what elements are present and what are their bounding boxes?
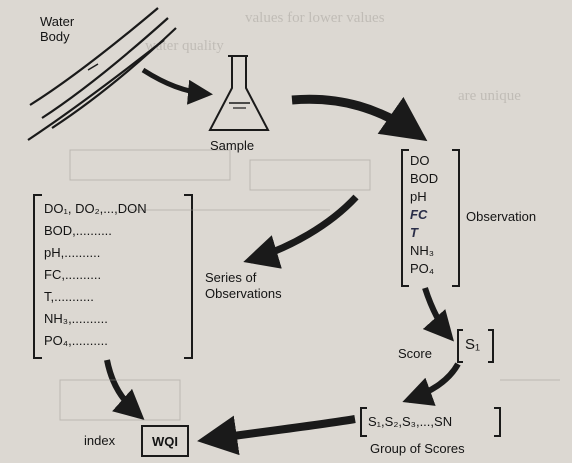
observation-bracket-right: [452, 149, 460, 287]
observation-param: NH₃: [410, 243, 435, 258]
arrow-water-to-sample: [141, 67, 213, 105]
series-parameter-list: DO₁, DO₂,...,DON BOD,.......... pH,.....…: [44, 198, 147, 352]
group-scores-value: S₁,S₂,S₃,...,SN: [368, 414, 453, 429]
arrow-series-to-wqi: [104, 359, 145, 420]
background-text: values for lower values: [245, 10, 385, 26]
observation-param: pH: [410, 189, 427, 204]
observation-bracket-left: [401, 149, 409, 287]
arrow-observation-to-score: [422, 287, 454, 342]
observation-param: T: [410, 225, 418, 240]
series-item: FC,..........: [44, 267, 102, 282]
observation-param: DO: [410, 153, 430, 168]
group-bracket: [360, 407, 501, 437]
score-bracket: [457, 329, 494, 363]
group-of-scores-label: Group of Scores: [370, 441, 465, 456]
observation-param: PO₄: [410, 261, 435, 276]
arrow-group-to-wqi: [197, 415, 356, 456]
series-item: pH,..........: [44, 245, 101, 260]
water-body-illustration: [27, 7, 177, 141]
sample-label: Sample: [210, 138, 255, 153]
series-bracket-left: [33, 194, 42, 359]
score-label: Score: [398, 346, 432, 361]
background-text: water quality: [145, 38, 224, 54]
wqi-box: WQI: [141, 425, 189, 457]
series-item: DO₁, DO₂,...,DON: [44, 201, 147, 216]
arrow-score-to-group: [402, 362, 461, 406]
series-item: BOD,..........: [44, 223, 112, 238]
series-item: T,...........: [44, 289, 94, 304]
observation-label: Observation: [466, 209, 537, 224]
score-value: S₁: [465, 336, 481, 353]
water-body-label: Water Body: [40, 14, 75, 44]
index-label: index: [84, 433, 116, 448]
series-bracket-right: [184, 194, 193, 359]
observation-param: BOD: [410, 171, 439, 186]
series-item: NH₃,..........: [44, 311, 108, 326]
flask-icon: [208, 55, 270, 131]
arrow-observation-to-series: [243, 194, 359, 269]
background-text: are unique: [458, 88, 521, 104]
series-label: Series of Observations: [205, 270, 282, 301]
observation-parameter-list: DO BOD pH FC T NH₃ PO₄: [410, 152, 438, 278]
observation-param: FC: [410, 207, 428, 222]
series-item: PO₄,..........: [44, 333, 108, 348]
arrow-sample-to-observation: [291, 94, 428, 142]
